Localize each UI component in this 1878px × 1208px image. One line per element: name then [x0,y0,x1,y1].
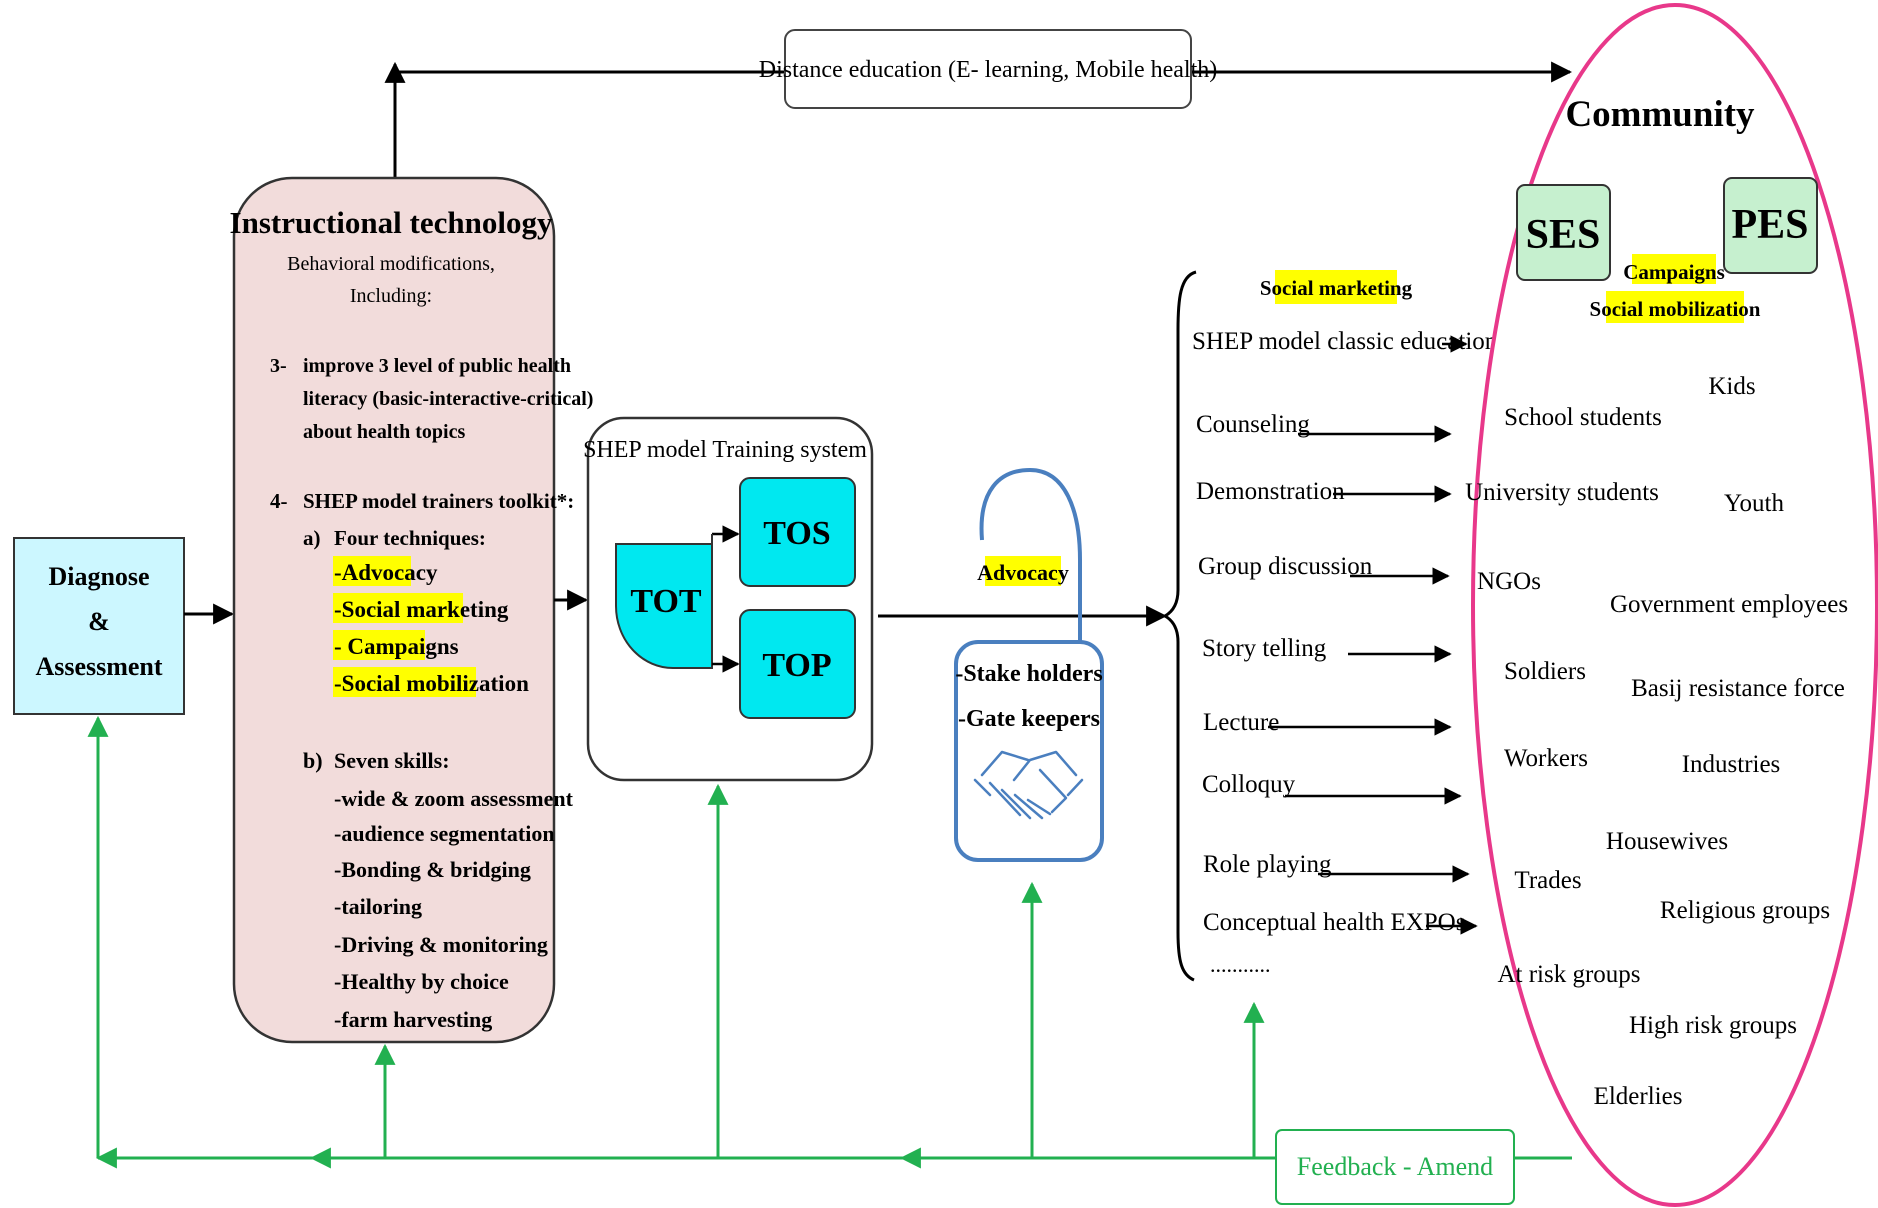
community-member: Elderlies [1594,1083,1683,1110]
distance-education-box [784,29,1192,109]
social-marketing-highlight [333,593,463,623]
tot-label: TOT [630,583,702,620]
stakeholders-box [954,640,1104,862]
item4-number: 4- [270,489,288,513]
community-member: Housewives [1606,828,1728,855]
advocacy-label: Advocacy [977,560,1069,585]
community-member: At risk groups [1497,961,1640,988]
seven-skills-title: Seven skills: [334,748,450,773]
community-member: Government employees [1610,591,1848,618]
tos-label: TOS [763,515,830,552]
method-story-telling: Story telling [1202,635,1327,662]
stakeholders-group: -Stake holders -Gate keepers [954,640,1104,862]
ses-box [1516,184,1611,281]
community-member: NGOs [1477,568,1541,595]
technique-advocacy: -Advocacy [334,560,438,585]
methods-header: Social marketing [1260,276,1413,300]
campaigns-highlight [333,630,425,660]
skill-item: -wide & zoom assessment [334,786,574,811]
training-system-title: SHEP model Training system [583,437,867,463]
skill-item: -tailoring [334,894,422,919]
community-member: Trades [1514,867,1581,894]
community-ellipse [1471,3,1878,1207]
advocacy-group: Advocacy [977,467,1082,648]
community-group: Community SES PES Campaigns Social mobil… [1465,3,1878,1207]
skill-item: -farm harvesting [334,1007,492,1032]
skill-item: -Bonding & bridging [334,857,531,882]
instructional-subtitle-1: Behavioral modifications, [287,253,495,275]
tos-box [739,477,856,587]
community-member: High risk groups [1629,1012,1797,1039]
community-member: Soldiers [1504,658,1586,685]
feedback-label: Feedback - Amend [1297,1152,1493,1181]
item3-line1: improve 3 level of public health [303,355,571,377]
method-health-expos: Conceptual health EXPOs [1203,909,1465,936]
method-lecture: Lecture [1203,709,1279,736]
item3-line3: about health topics [303,421,465,443]
item4-text: SHEP model trainers toolkit*: [303,489,574,513]
method-group-discussion: Group discussion [1198,553,1373,580]
four-techniques-title: Four techniques: [334,526,486,550]
instructional-technology-box-group: Instructional technology Behavioral modi… [230,176,593,1044]
instructional-title: Instructional technology [230,205,553,240]
item-b-label: b) [303,748,323,773]
technique-social-mobilization: -Social mobilization [334,671,529,696]
feedback-box [1275,1129,1515,1205]
method-ellipsis: ........... [1210,952,1271,977]
community-member: University students [1465,479,1659,506]
community-member: School students [1504,404,1662,431]
method-counseling: Counseling [1196,411,1310,438]
method-colloquy: Colloquy [1202,771,1296,798]
social-marketing-header-highlight [1275,270,1397,304]
stakeholders-label: -Stake holders [955,661,1102,687]
ses-label: SES [1526,212,1601,258]
social-mobilization-label: Social mobilization [1590,297,1761,321]
method-classic-education: SHEP model classic education [1192,328,1498,355]
technique-social-marketing: -Social marketing [334,597,509,622]
tot-shape [615,543,713,669]
distance-education-flow: Distance education (E- learning, Mobile … [384,29,1573,180]
campaigns-highlight-box [1632,254,1716,284]
instructional-subtitle-2: Including: [350,285,432,307]
skill-item: -Driving & monitoring [334,932,548,957]
technique-campaigns: - Campaigns [334,634,459,659]
pes-label: PES [1731,202,1808,248]
skill-item: -audience segmentation [334,821,555,846]
advocacy-loop [979,467,1082,648]
advocacy-highlight [333,556,411,586]
item3-line2: literacy (basic-interactive-critical) [303,388,593,410]
diagnose-label: Diagnose [48,562,149,591]
feedback-group: Feedback - Amend [87,715,1572,1205]
handshake-icon [973,750,1084,820]
gatekeepers-label: -Gate keepers [958,706,1100,732]
ampersand-label: & [88,607,110,636]
social-mobilization-highlight-box [1606,291,1744,323]
community-member: Religious groups [1660,897,1830,924]
pes-box [1723,177,1818,274]
skill-item: -Healthy by choice [334,969,509,994]
community-member: Youth [1724,490,1784,517]
item-a-label: a) [303,526,321,550]
method-demonstration: Demonstration [1196,478,1345,505]
method-role-playing: Role playing [1203,851,1332,878]
methods-brace [1161,270,1197,982]
social-mobilization-highlight [333,667,476,697]
training-system-group: SHEP model Training system TOT TOS TOP [583,416,874,782]
community-member: Kids [1708,373,1755,400]
advocacy-highlight-box [985,556,1061,586]
item3-number: 3- [270,355,287,377]
diagnose-box [13,537,185,715]
community-title: Community [1565,94,1755,135]
methods-group: Social marketing SHEP model classic educ… [1161,270,1498,982]
distance-education-label: Distance education (E- learning, Mobile … [759,57,1218,83]
top-label: TOP [762,647,831,684]
assessment-label: Assessment [35,652,162,681]
community-member: Basij resistance force [1631,675,1845,702]
top-box [739,609,856,719]
campaigns-label: Campaigns [1623,260,1725,284]
community-member: Workers [1504,745,1588,772]
diagnose-box-group: Diagnose & Assessment [13,537,185,715]
community-member: Industries [1682,751,1781,778]
